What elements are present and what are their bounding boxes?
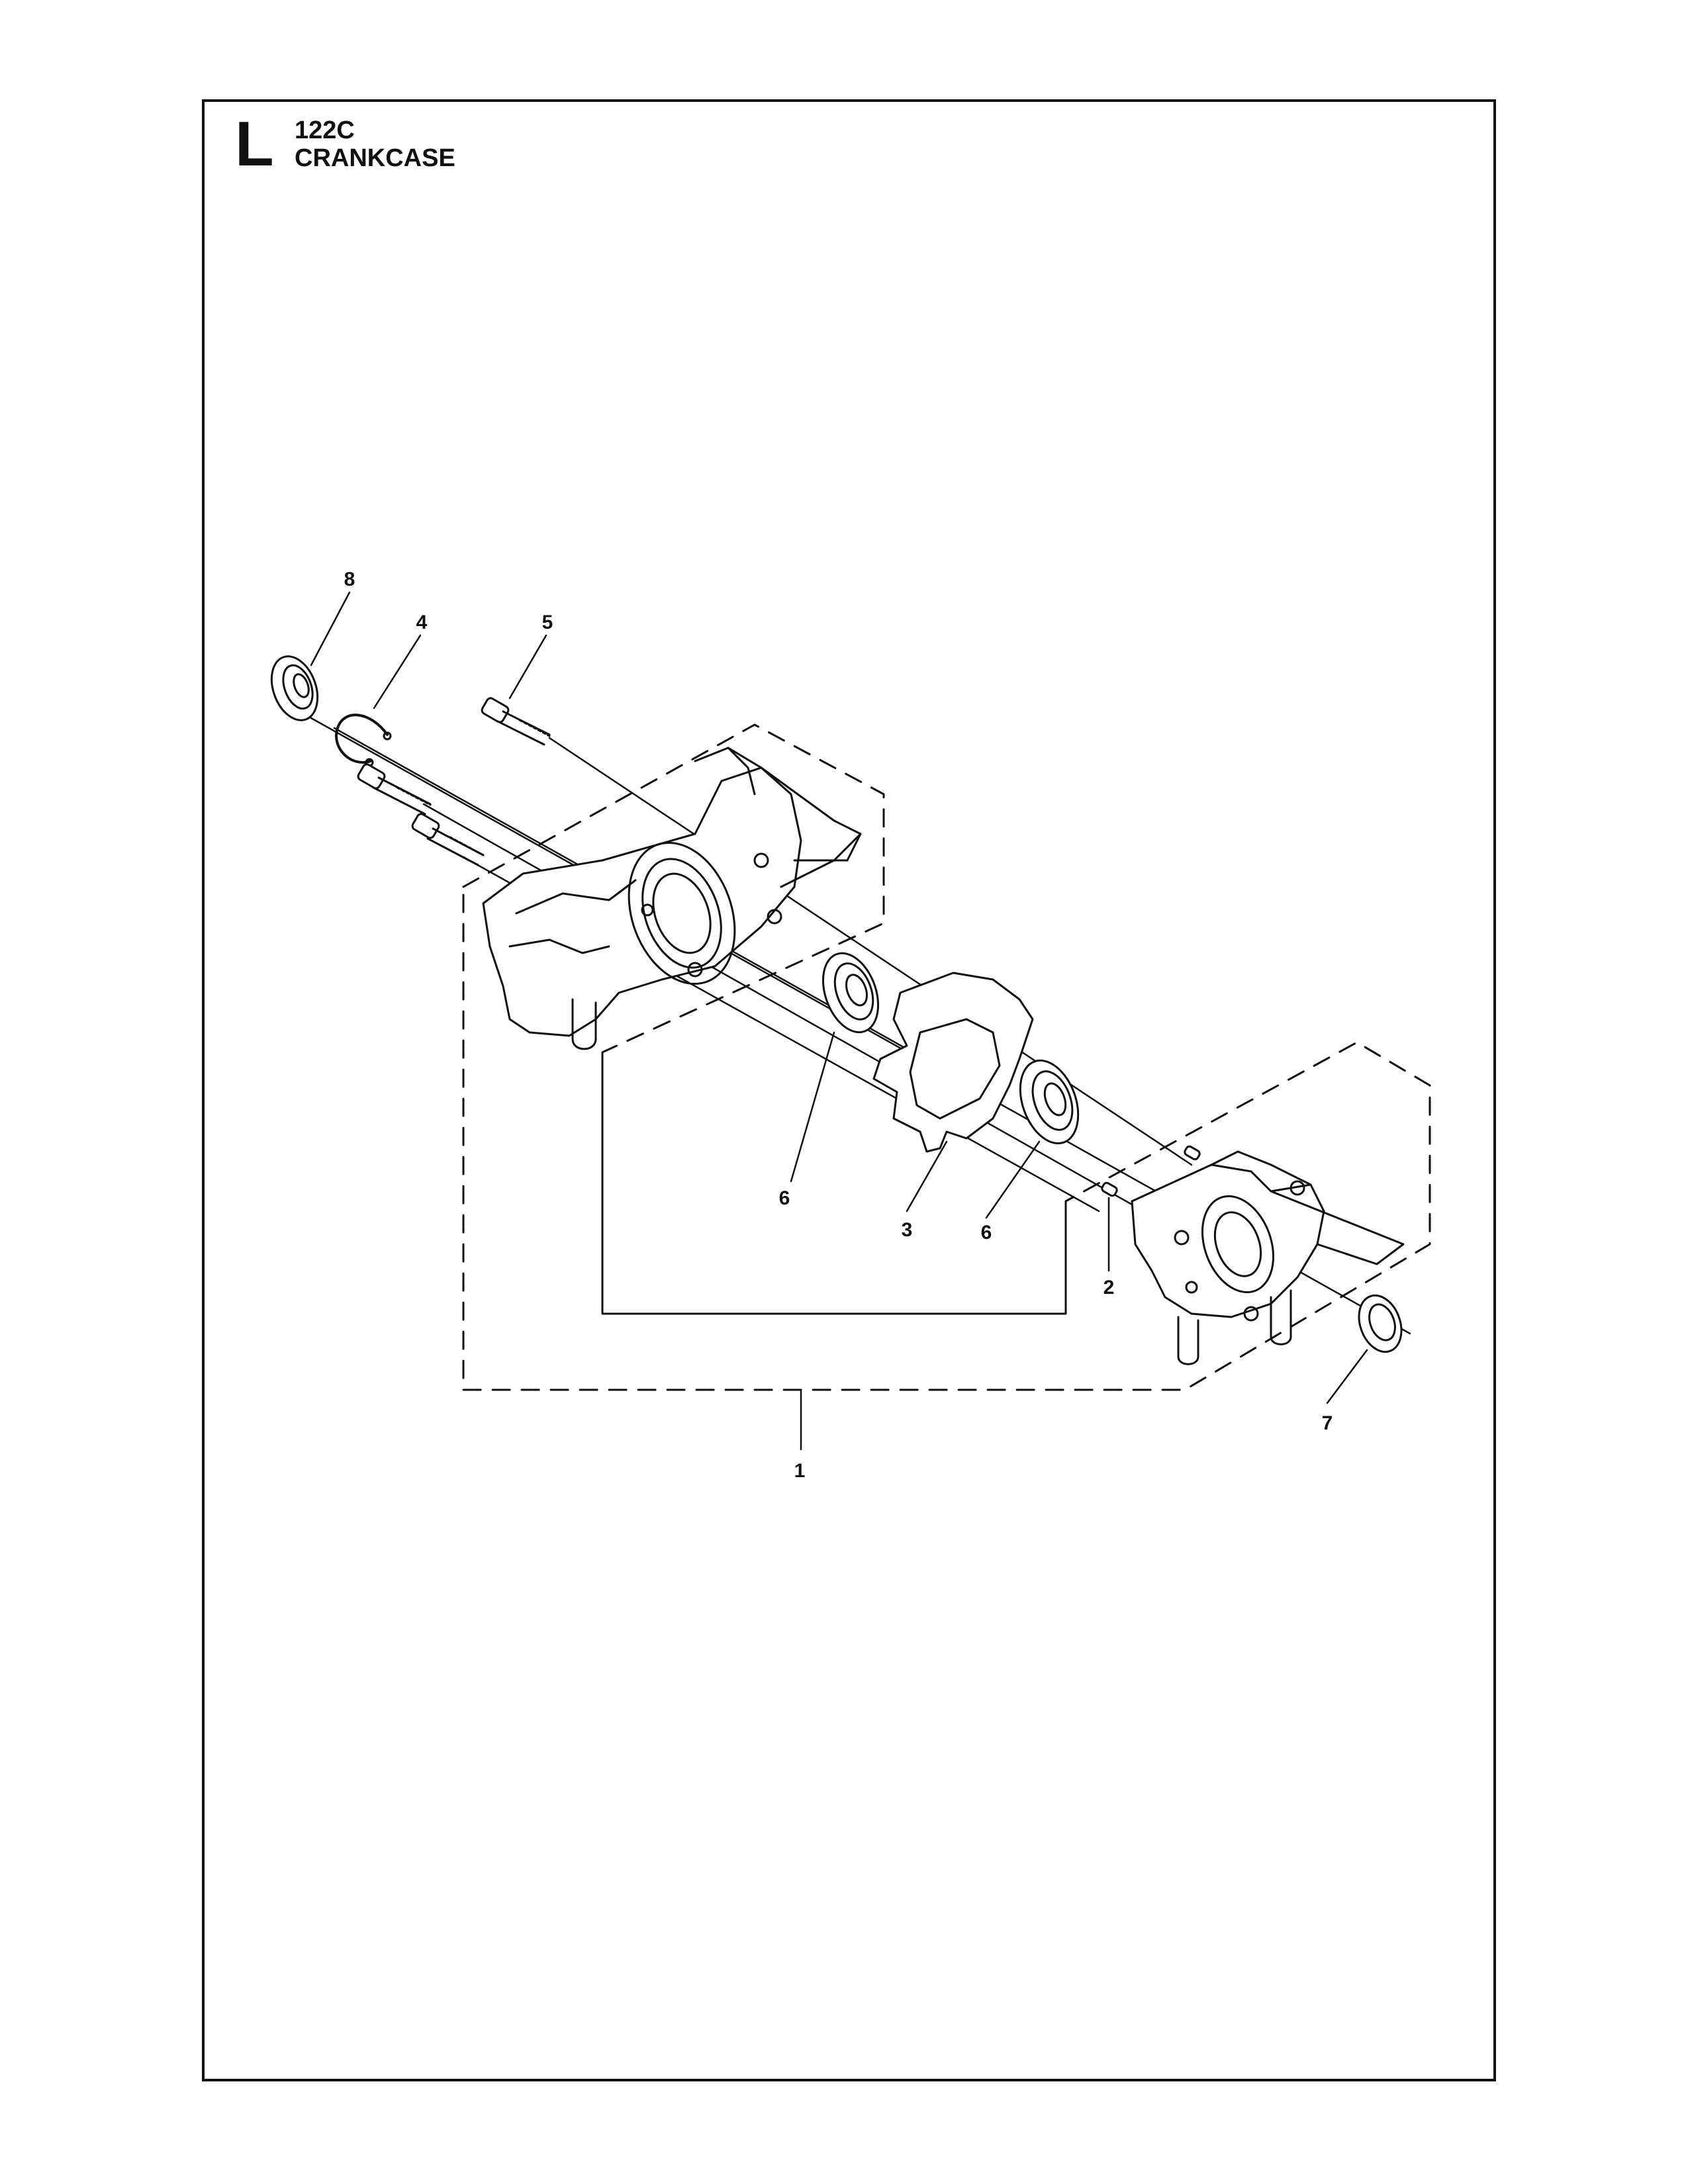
- seal-8-part: [270, 655, 319, 721]
- gasket-3-part: [872, 972, 1034, 1153]
- section-letter: L: [235, 109, 274, 179]
- callout-3: 3: [902, 1219, 913, 1241]
- page-title: CRANKCASE: [295, 144, 455, 172]
- callout-2: 2: [1103, 1277, 1115, 1298]
- bearing-6-left-part: [821, 952, 880, 1034]
- bolt-lower-2-part: [411, 813, 485, 866]
- model-number: 122C: [295, 116, 355, 144]
- callout-8: 8: [344, 569, 355, 590]
- callout-6-left: 6: [779, 1187, 790, 1209]
- crankcase-group-outline: [462, 723, 1431, 1391]
- callout-1: 1: [794, 1460, 806, 1482]
- seal-7-part: [1358, 1294, 1403, 1353]
- crankcase-left-half-part: [482, 747, 862, 1050]
- pin-2-part: [1101, 1181, 1118, 1197]
- page-frame: [202, 99, 1496, 2081]
- bolt-5-part: [481, 697, 551, 746]
- callout-4: 4: [416, 612, 428, 633]
- callout-numbers: 8 4 5 6 3 6 2 7 1: [344, 569, 1333, 1482]
- pin-upper-part: [1184, 1145, 1201, 1161]
- bolt-lower-1-part: [357, 763, 432, 815]
- bearing-6-right-part: [1019, 1059, 1080, 1145]
- callout-6-right: 6: [981, 1222, 992, 1244]
- callout-7: 7: [1322, 1412, 1333, 1434]
- circlip-4-part: [335, 713, 389, 764]
- callout-5: 5: [542, 612, 553, 633]
- crankcase-right-half-part: [1131, 1150, 1405, 1365]
- crankcase-subgroup-outline: [601, 1051, 1067, 1315]
